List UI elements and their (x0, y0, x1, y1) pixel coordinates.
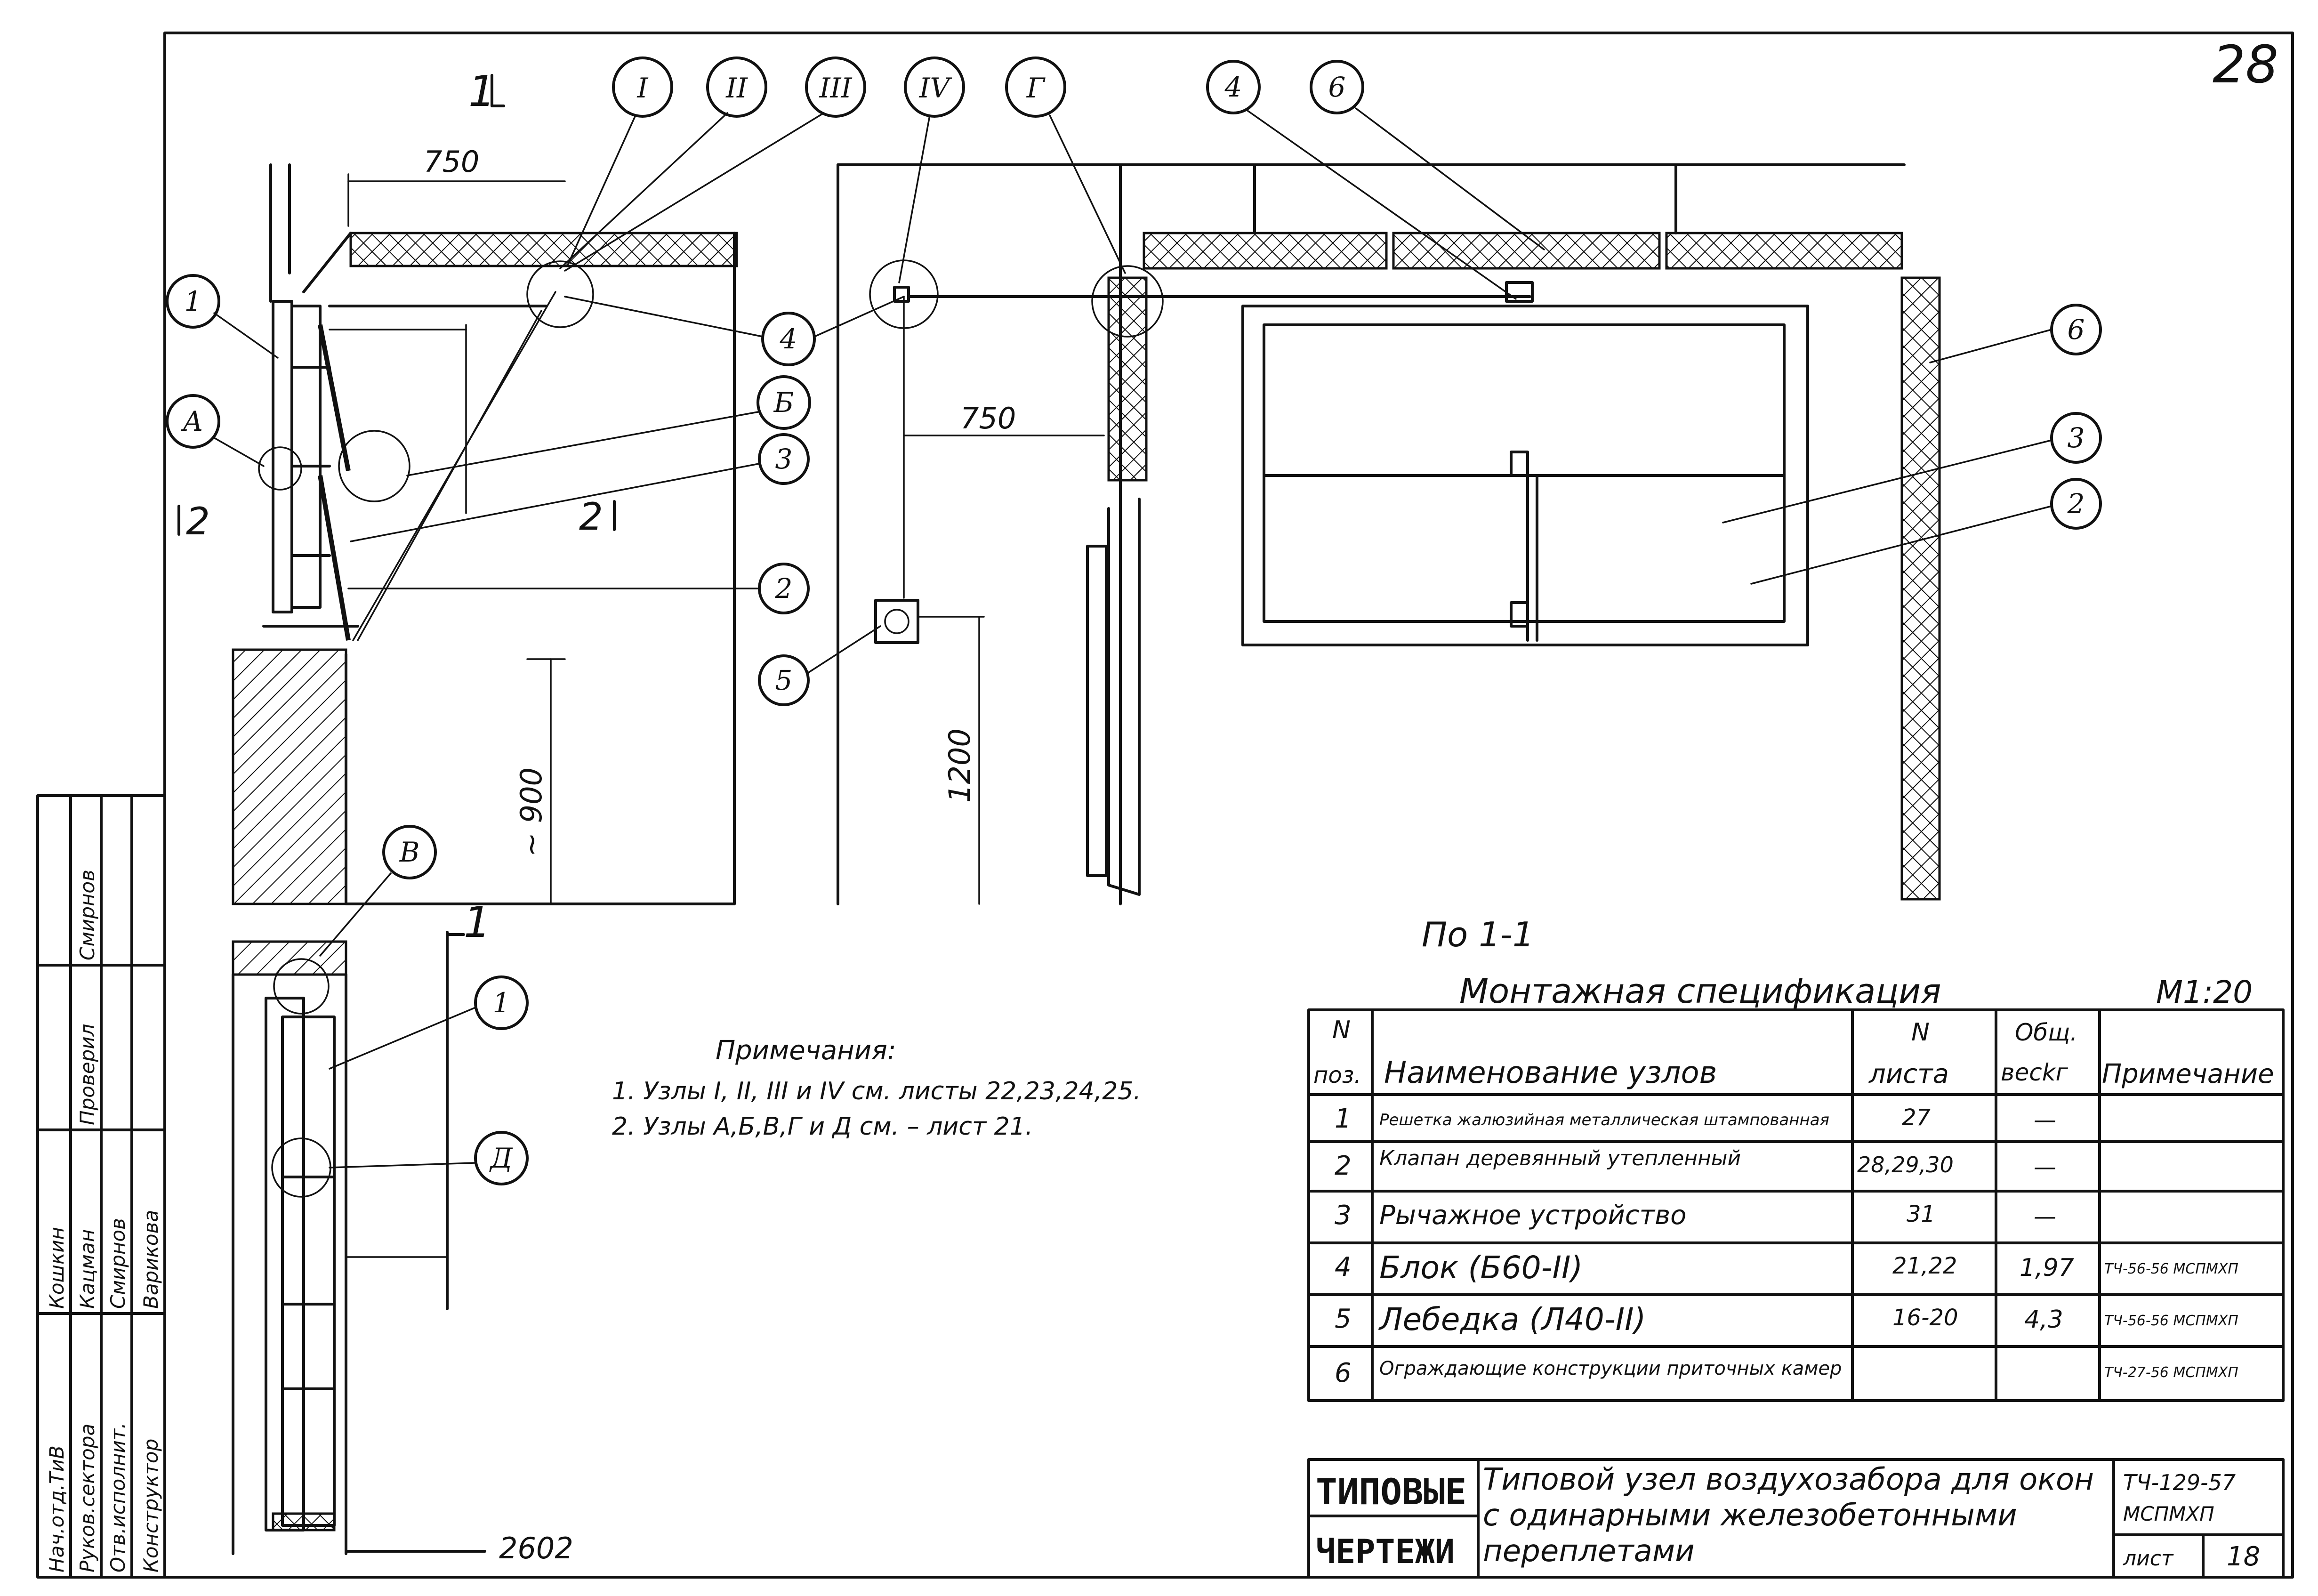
drawing-code: ТЧ-129-57 (2123, 1470, 2236, 1495)
callout-pos-6-right: 6 (2068, 314, 2085, 346)
spec-row-1-sheet: 27 (1902, 1104, 1931, 1131)
callout-pos-1-lower: 1 (493, 987, 510, 1019)
callout-pos-4-mid: 4 (780, 323, 797, 355)
callout-node-II: II (725, 72, 748, 104)
right-elevation-view: 6 3 2 По 1-1 (841, 163, 2102, 954)
spec-row-1-weight: — (2034, 1107, 2056, 1133)
spec-row-5-sheet: 16-20 (1892, 1305, 1958, 1331)
callout-node-IV: IV (919, 72, 952, 104)
callout-node-I: I (637, 72, 649, 104)
spec-header-weight-a: Общ. (2015, 1019, 2077, 1046)
spec-row-3-name: Рычажное устройство (1379, 1200, 1686, 1231)
spec-row-2-sheet: 28,29,30 (1857, 1152, 1954, 1177)
node-callouts: I II III IV Г 4 6 (559, 56, 1545, 300)
callout-pos-3-left: 3 (775, 443, 793, 475)
signature-strip: Нач.отд.ТиВ Руков.сектора Отв.исполнит. … (36, 794, 166, 1579)
winch-and-cable: 750 1200 (837, 163, 1531, 905)
notes-title: Примечания: (716, 1035, 896, 1066)
callout-pos-3-right: 3 (2068, 422, 2085, 454)
left-position-callouts: 1 А 4 Б 3 2 5 В (166, 274, 905, 957)
sheet-no: 18 (2227, 1541, 2260, 1572)
spec-row-5-note: ТЧ-56-56 МСПМХП (2104, 1313, 2238, 1329)
cut-mark-2-left: 2 (186, 500, 210, 543)
spec-row-6-pos: 6 (1335, 1358, 1352, 1388)
spec-row-5-pos: 5 (1335, 1304, 1352, 1334)
spec-row-2-weight: — (2034, 1154, 2056, 1180)
spec-header-sheet: листа (1868, 1059, 1949, 1089)
spec-header-sheet-n: N (1911, 1018, 1930, 1047)
dim-mid-width: 750 (960, 401, 1016, 435)
title-block: ТИПОВЫЕ ЧЕРТЕЖИ Типовой узел воздухозабо… (1307, 1458, 2285, 1579)
spec-row-1-name: Решетка жалюзийная металлическая штампов… (1379, 1111, 1829, 1129)
sheet-number: 28 (2213, 34, 2278, 95)
spec-row-4-note: ТЧ-56-56 МСПМХП (2104, 1261, 2238, 1277)
spec-row-3-pos: 3 (1335, 1200, 1352, 1231)
sheet-label: лист (2123, 1547, 2174, 1571)
spec-row-4-sheet: 21,22 (1892, 1253, 1957, 1279)
lower-plan-view: 1 2602 1 Д (232, 898, 573, 1565)
spec-table: Монтажная спецификация М1:20 N поз. Наим… (1307, 971, 2285, 1402)
sig-role-4: Конструктор (139, 1439, 162, 1572)
spec-header-pos-n: N (1332, 1016, 1351, 1044)
stamp-top: ТИПОВЫЕ (1316, 1471, 1466, 1513)
dim-bottom-mark: 2602 (499, 1531, 573, 1565)
spec-scale: М1:20 (2156, 974, 2253, 1010)
spec-row-3-weight: — (2034, 1203, 2056, 1230)
spec-title: Монтажная спецификация (1459, 971, 1941, 1011)
spec-row-5-name: Лебедка (Л40-II) (1378, 1301, 1646, 1338)
dim-sill-height: ~ 900 (514, 767, 548, 857)
callout-pos-4-top: 4 (1224, 71, 1242, 103)
spec-row-6-note: ТЧ-27-56 МСПМХП (2104, 1364, 2238, 1381)
callout-node-D: Д (489, 1142, 513, 1174)
cut-mark-2-right: 2 (579, 495, 603, 539)
spec-row-2-name: Клапан деревянный утепленный (1379, 1146, 1741, 1170)
spec-row-4-pos: 4 (1335, 1252, 1352, 1282)
notes-block: Примечания: 1. Узлы I, II, III и IV см. … (612, 1035, 1141, 1141)
spec-row-2-pos: 2 (1335, 1151, 1352, 1181)
callout-pos-2-left: 2 (775, 572, 793, 605)
stamp-bottom: ЧЕРТЕЖИ (1316, 1532, 1455, 1571)
sig-name-1: Кошкин (45, 1227, 68, 1309)
view-caption: По 1-1 (1422, 915, 1534, 954)
spec-row-4-weight: 1,97 (2020, 1254, 2074, 1282)
sig-name-4: Варикова (139, 1210, 162, 1309)
sig-name-2: Кацман (76, 1229, 99, 1309)
spec-row-6-name: Ограждающие конструкции приточных камер (1379, 1358, 1842, 1379)
spec-row-4-name: Блок (Б60-II) (1379, 1249, 1583, 1286)
callout-pos-5: 5 (775, 664, 793, 696)
notes-line-1: 1. Узлы I, II, III и IV см. листы 22,23,… (612, 1077, 1141, 1105)
drawing-org: МСПМХП (2123, 1502, 2214, 1525)
callout-node-V: В (399, 836, 420, 868)
dim-left-width: 750 (424, 145, 479, 179)
spec-row-1-pos: 1 (1335, 1104, 1352, 1134)
sig-col2-name: Смирнов (76, 870, 99, 960)
callout-node-G: Г (1026, 72, 1046, 104)
dim-winch-height: 1200 (942, 728, 977, 803)
notes-line-2: 2. Узлы А,Б,В,Г и Д см. – лист 21. (612, 1112, 1033, 1141)
cut-mark-1-bottom: 1 (464, 898, 491, 947)
sig-role-1: Нач.отд.ТиВ (45, 1445, 68, 1572)
spec-row-5-weight: 4,3 (2024, 1306, 2063, 1334)
spec-header-name: Наименование узлов (1384, 1056, 1717, 1090)
sig-role-2: Руков.сектора (76, 1424, 99, 1572)
drawing-title: Типовой узел воздухозабора для окон с од… (1483, 1462, 2094, 1569)
sig-name-3: Смирнов (106, 1218, 129, 1309)
callout-pos-6-top: 6 (1328, 71, 1346, 103)
callout-node-III: III (819, 72, 853, 104)
spec-row-3-sheet: 31 (1907, 1201, 1935, 1227)
sig-role-3: Отв.исполнит. (106, 1422, 129, 1572)
spec-header-pos: поз. (1313, 1062, 1361, 1088)
left-section-view: 750 ~ 900 1 2 2 (177, 67, 738, 905)
sig-col2-label: Проверил (76, 1024, 99, 1125)
callout-pos-1-left: 1 (185, 285, 202, 317)
spec-header-weight-b: весkг (2001, 1059, 2068, 1086)
callout-node-B: Б (773, 387, 794, 419)
callout-node-A: А (181, 405, 203, 437)
spec-header-note: Примечание (2102, 1059, 2274, 1089)
callout-pos-2-right: 2 (2067, 488, 2085, 520)
